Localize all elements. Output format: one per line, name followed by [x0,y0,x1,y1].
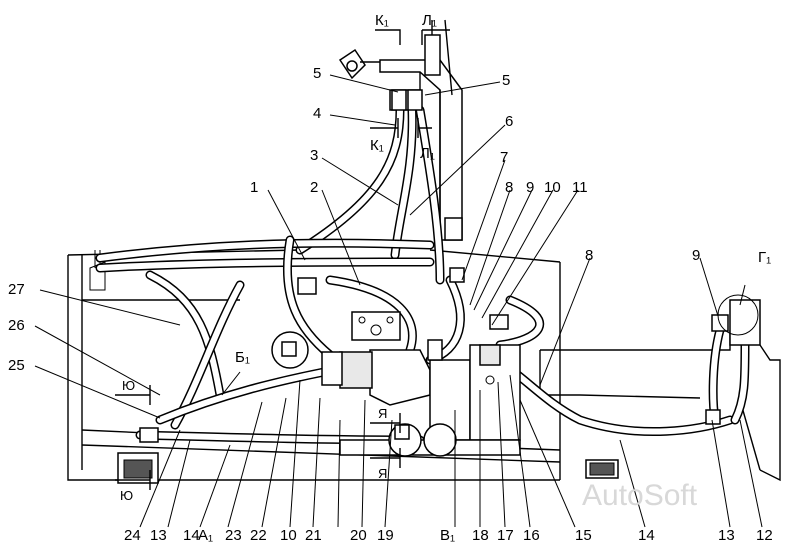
callout-26: 26 [8,317,25,334]
section-b1: Б₁ [235,349,250,366]
section-a1: А₁ [198,527,213,544]
callout-21: 21 [305,527,322,544]
callout-7: 7 [500,149,508,166]
section-yu-bottom: Ю [120,488,133,503]
callout-27: 27 [8,281,25,298]
callout-25: 25 [8,357,25,374]
callout-11: 11 [572,179,588,196]
watermark: AutoSoft [582,479,698,512]
callout-15: 15 [575,527,592,544]
callout-14-left: 14 [183,527,200,544]
section-l1-mid: Л₁ [420,145,435,162]
section-labels: К₁ Л₁ К₁ Л₁ Г₁ Б₁ Ю Ю Я Я А₁ В₁ [120,12,771,544]
section-yu-top: Ю [122,378,135,393]
callout-16: 16 [523,527,540,544]
callout-24: 24 [124,527,141,544]
callout-13-right: 13 [718,527,735,544]
section-k1-mid: К₁ [370,137,384,154]
callout-12: 12 [756,527,773,544]
section-ya-bottom: Я [378,466,387,481]
callout-8-right: 8 [585,247,593,264]
callout-4: 4 [313,105,321,122]
leader-lines [34,74,763,528]
fittings [139,89,761,457]
callout-20: 20 [350,527,367,544]
callout-14-right: 14 [638,527,655,544]
callout-3: 3 [310,147,318,164]
callout-10-lower: 10 [280,527,297,544]
section-ya-top: Я [378,406,387,421]
callout-2: 2 [310,179,318,196]
callout-9-upper: 9 [526,179,534,196]
pump-assembly [321,311,521,456]
section-v1: В₁ [440,527,455,544]
callout-18: 18 [472,527,489,544]
section-l1-top: Л₁ [422,12,437,29]
callout-labels: 1 2 3 4 5 5 6 7 8 8 9 9 10 10 11 12 13 1… [8,65,773,544]
callout-22: 22 [250,527,267,544]
section-k1-top: К₁ [375,12,389,29]
callout-19: 19 [377,527,394,544]
section-g1: Г₁ [758,249,771,266]
callout-17: 17 [497,527,514,544]
callout-10-upper: 10 [544,179,561,196]
callout-5-right: 5 [502,72,510,89]
callout-9-right: 9 [692,247,700,264]
callout-1: 1 [250,179,258,196]
callout-6: 6 [505,113,513,130]
callout-23: 23 [225,527,242,544]
callout-13-left: 13 [150,527,167,544]
callout-5-left: 5 [313,65,321,82]
section-arrows [115,29,450,490]
callout-8-upper: 8 [505,179,513,196]
